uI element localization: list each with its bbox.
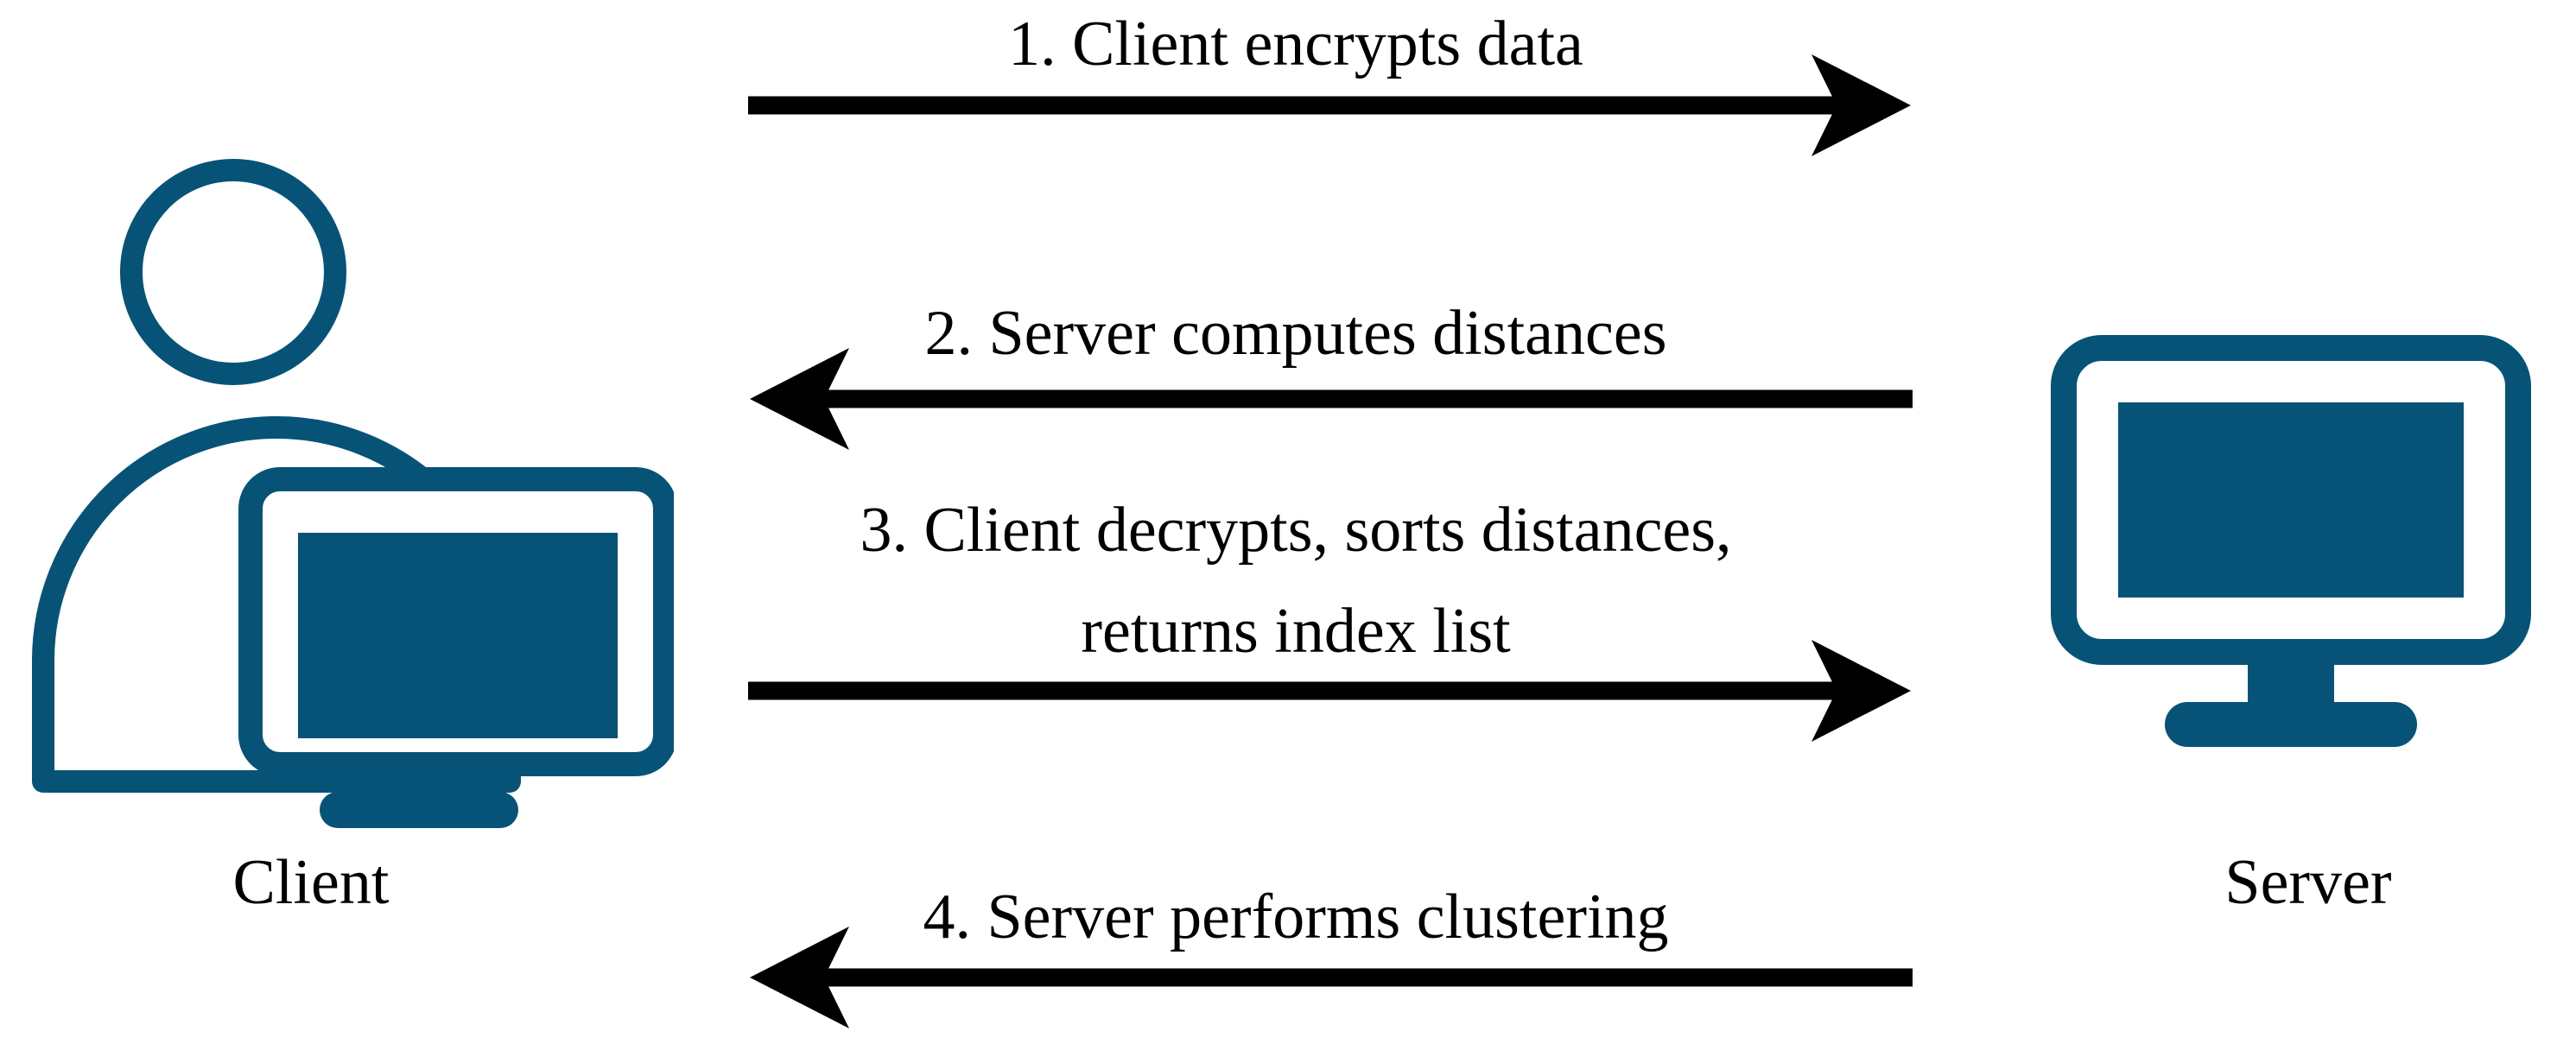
message-2-label: 2. Server computes distances [924, 298, 1667, 369]
message-4-label: 4. Server performs clustering [923, 882, 1669, 952]
arrow-left-step-2 [750, 348, 1913, 450]
message-3-label-line2: returns index list [1081, 596, 1511, 667]
arrow-right-step-1 [748, 54, 1911, 156]
arrow-left-step-4 [750, 927, 1913, 1028]
client-label: Client [232, 847, 390, 918]
message-1-label: 1. Client encrypts data [1008, 9, 1583, 79]
server-monitor-icon [2051, 335, 2531, 747]
message-3-label-line1: 3. Client decrypts, sorts distances, [860, 495, 1732, 566]
client-user-with-monitor-icon [32, 159, 674, 828]
arrow-right-step-3 [748, 640, 1911, 742]
server-label: Server [2224, 847, 2392, 918]
